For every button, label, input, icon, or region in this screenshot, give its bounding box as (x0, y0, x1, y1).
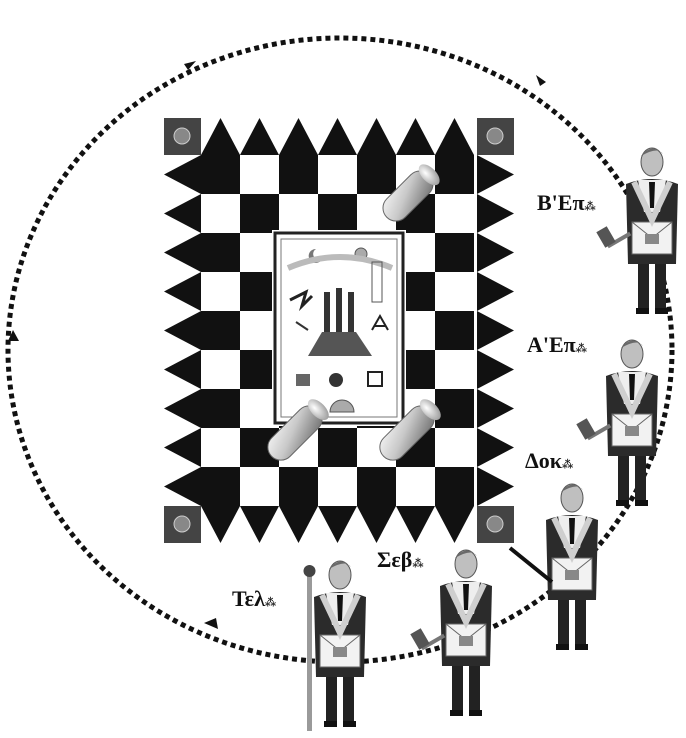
figure-a-ep (576, 340, 658, 506)
checker-square (435, 233, 474, 272)
checker-square (435, 272, 474, 311)
column-icon (324, 292, 330, 332)
sword-icon (510, 548, 552, 582)
checker-square (240, 467, 279, 506)
checker-square (357, 467, 396, 506)
tracing-board (275, 233, 403, 423)
checker-square (201, 389, 240, 428)
checker-square (201, 272, 240, 311)
checker-square (318, 467, 357, 506)
arrow-bottom-left-icon (204, 618, 218, 629)
figure-dok (510, 484, 598, 650)
checker-square (435, 467, 474, 506)
checker-square (201, 233, 240, 272)
box-icon (296, 374, 310, 386)
checker-square (435, 194, 474, 233)
figure-tel (304, 561, 367, 731)
gavel-icon (596, 226, 631, 248)
corner-emblem-icon (174, 128, 190, 144)
checker-square (435, 389, 474, 428)
label-seb: Σεβ⁂ (377, 547, 424, 572)
label-b-ep: Β'Επ⁂ (537, 190, 597, 215)
checker-square (279, 155, 318, 194)
checker-square (435, 155, 474, 194)
checker-square (435, 350, 474, 389)
acacia-icon (329, 373, 343, 387)
checker-square (435, 311, 474, 350)
arrow-top-right-icon (536, 75, 546, 86)
checker-square (201, 428, 240, 467)
figure-seb (410, 550, 492, 716)
gavel-icon (410, 628, 445, 650)
checker-square (318, 155, 357, 194)
label-dok: Δοκ⁂ (525, 448, 574, 473)
figure-b-ep (596, 148, 678, 314)
checker-square (201, 467, 240, 506)
checker-square (279, 194, 318, 233)
label-a-ep: Α'Επ⁂ (527, 332, 588, 357)
arrow-top-left-icon (184, 61, 196, 70)
checker-square (201, 311, 240, 350)
checker-square (435, 428, 474, 467)
checker-square (240, 194, 279, 233)
lodge-board (164, 118, 514, 543)
checker-square (318, 428, 357, 467)
checker-square (357, 155, 396, 194)
checker-square (318, 194, 357, 233)
gavel-icon (576, 418, 611, 440)
checker-square (279, 467, 318, 506)
staff-icon (304, 565, 316, 731)
corner-emblem-icon (487, 516, 503, 532)
label-tel: Τελ⁂ (232, 586, 277, 611)
checker-square (396, 467, 435, 506)
checker-square (240, 155, 279, 194)
checker-square (201, 350, 240, 389)
checker-square (201, 194, 240, 233)
corner-emblem-icon (487, 128, 503, 144)
corner-emblem-icon (174, 516, 190, 532)
checker-square (201, 155, 240, 194)
column-icon (348, 292, 354, 332)
column-icon (336, 288, 342, 332)
